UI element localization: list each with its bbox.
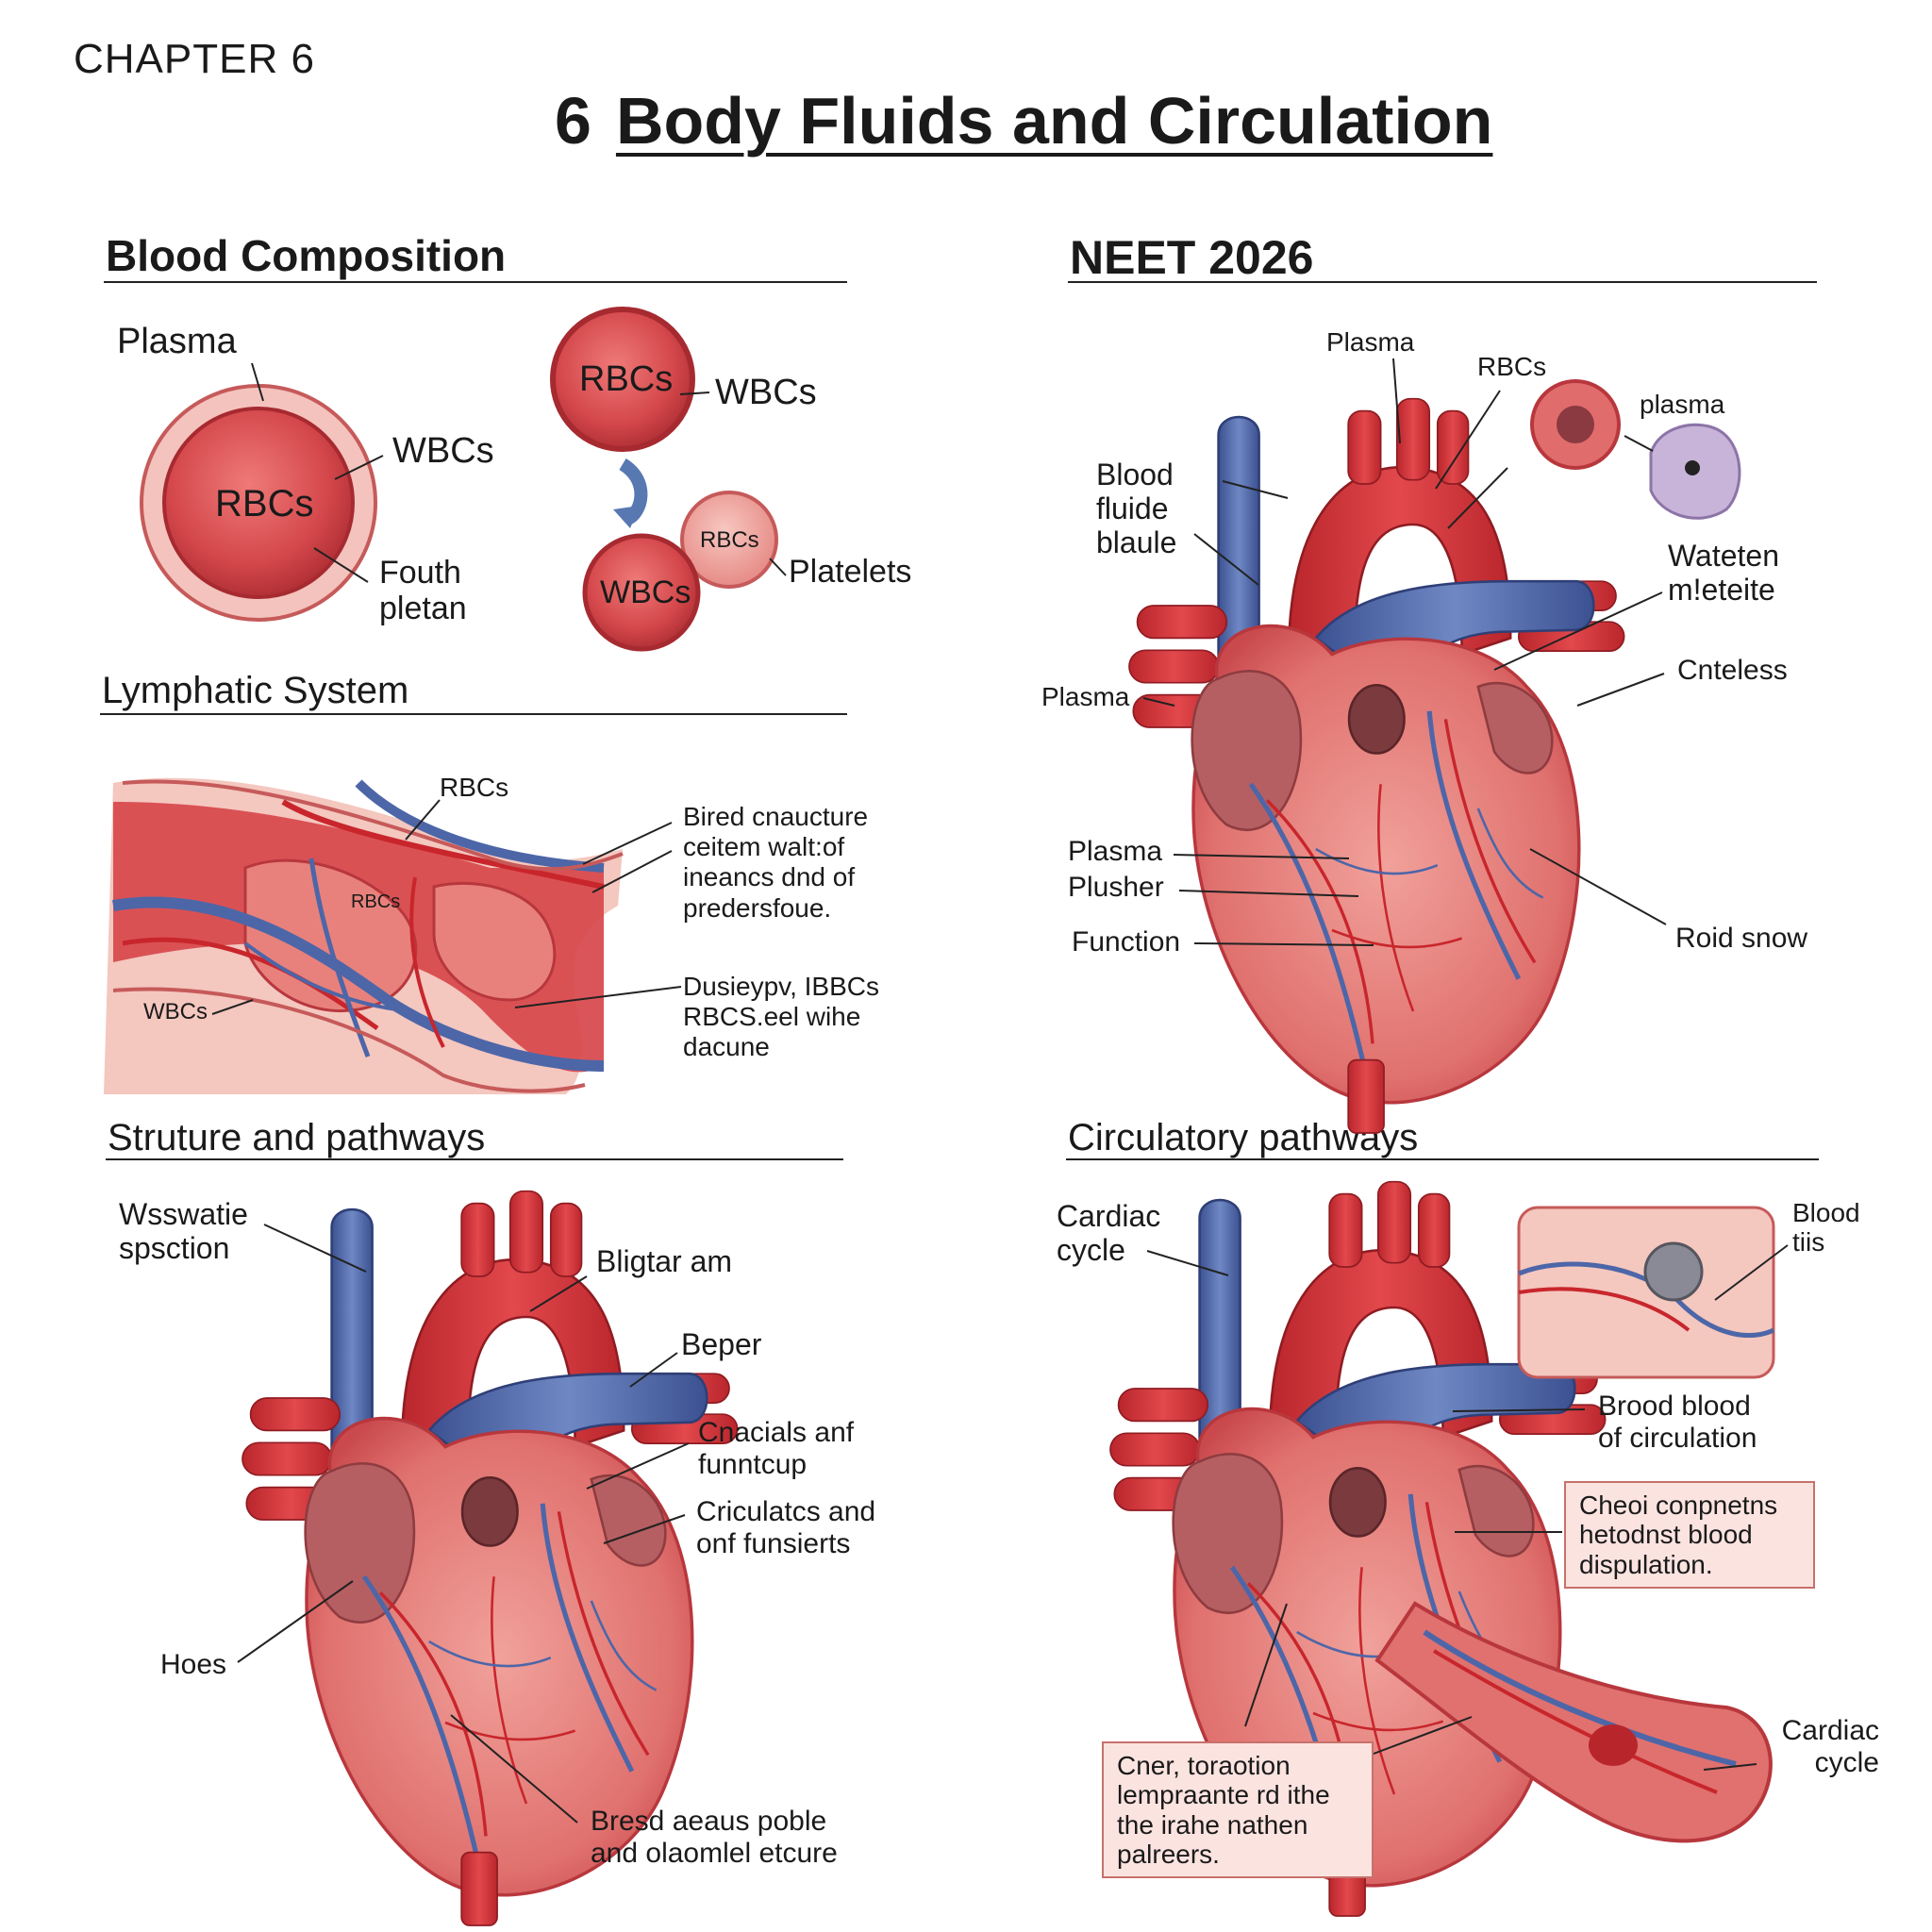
label-plasma: Plasma bbox=[117, 322, 237, 361]
platelet-cell bbox=[680, 491, 778, 589]
section-rule bbox=[100, 713, 847, 715]
rbc-cell-large bbox=[162, 407, 355, 599]
rbc-cell-top bbox=[550, 307, 695, 452]
label-lymph-rbcs: RBCs bbox=[440, 773, 509, 802]
label-structure-criculatcs: Criculatcs and onf funsierts bbox=[696, 1496, 876, 1559]
lymphatic-illustration bbox=[104, 777, 624, 1094]
label-wbcs: WBCs bbox=[392, 431, 494, 471]
title-text: Body Fluids and Circulation bbox=[615, 84, 1493, 158]
label-rbcs-center: RBCs bbox=[215, 483, 314, 525]
section-rule bbox=[1068, 281, 1817, 283]
label-neet-plusher: Plusher bbox=[1068, 872, 1164, 903]
label-circ-box-1: Cheoi conpnetns hetodnst blood dispulati… bbox=[1564, 1481, 1815, 1590]
wbc-cell bbox=[582, 533, 701, 652]
label-circ-cardiac-cycle-1: Cardiac cycle bbox=[1057, 1199, 1161, 1267]
label-structure-bresd: Bresd aeaus poble and olaomlel etcure bbox=[591, 1806, 838, 1869]
label-wbcs-cell: WBCs bbox=[600, 575, 691, 610]
label-neet-rbcs: RBCs bbox=[1477, 352, 1547, 381]
label-wbcs-2: WBCs bbox=[715, 373, 817, 412]
section-rule bbox=[104, 281, 847, 283]
page-title: 6 Body Fluids and Circulation bbox=[555, 83, 1492, 158]
label-circ-cardiac-cycle-2: Cardiac cycle bbox=[1781, 1715, 1879, 1778]
section-title-structure: Struture and pathways bbox=[108, 1117, 486, 1158]
section-rule bbox=[1066, 1158, 1819, 1160]
label-neet-roid-snow: Roid snow bbox=[1675, 923, 1808, 954]
label-lymph-note-2: Dusieypv, IBBCs RBCS.eel wihe dacune bbox=[683, 972, 879, 1062]
section-title-blood-composition: Blood Composition bbox=[106, 231, 507, 280]
blood-inset bbox=[1517, 1206, 1775, 1379]
label-lymph-note-1: Bired cnaucture ceitem walt:of ineancs d… bbox=[683, 802, 869, 923]
label-structure-bligtar: Bligtar am bbox=[596, 1244, 733, 1278]
label-circ-blood-tiis: Blood tiis bbox=[1792, 1198, 1860, 1257]
section-title-lymphatic: Lymphatic System bbox=[102, 670, 409, 711]
label-circ-box-2: Cner, toraotion lempraante rd ithe the i… bbox=[1102, 1741, 1374, 1879]
label-rbcs-small: RBCs bbox=[700, 527, 759, 553]
label-structure-cnacials: Cnacials anf funntcup bbox=[698, 1417, 855, 1480]
label-fouth-pletan: Fouth pletan bbox=[379, 555, 467, 627]
label-neet-plasma-mid: Plasma bbox=[1068, 836, 1163, 867]
label-neet-plasma-small: plasma bbox=[1640, 390, 1725, 419]
label-neet-function: Function bbox=[1072, 926, 1181, 958]
section-title-neet: NEET 2026 bbox=[1070, 231, 1314, 284]
label-structure-hoes: Hoes bbox=[160, 1649, 227, 1680]
clot-mark bbox=[1589, 1724, 1638, 1766]
label-neet-plasma-left: Plasma bbox=[1041, 682, 1130, 711]
title-number: 6 bbox=[555, 84, 591, 158]
label-platelets: Platelets bbox=[789, 554, 912, 590]
section-rule bbox=[106, 1158, 843, 1160]
label-rbcs-cell: RBCs bbox=[579, 359, 674, 399]
label-structure-beper: Beper bbox=[681, 1327, 762, 1361]
label-neet-cnteless: Cnteless bbox=[1677, 655, 1788, 686]
label-lymph-rbcs-inner: RBCs bbox=[351, 891, 401, 912]
label-structure-wsswatie: Wsswatie spsction bbox=[119, 1197, 248, 1265]
label-neet-wateten: Wateten m!eteite bbox=[1668, 539, 1779, 607]
label-neet-plasma-top: Plasma bbox=[1326, 327, 1415, 357]
label-circ-brood-blood: Brood blood of circulation bbox=[1598, 1391, 1757, 1454]
label-neet-blood-fluide: Blood fluide blaule bbox=[1096, 458, 1177, 559]
label-lymph-wbcs: WBCs bbox=[143, 999, 208, 1024]
chapter-label: CHAPTER 6 bbox=[74, 36, 315, 82]
